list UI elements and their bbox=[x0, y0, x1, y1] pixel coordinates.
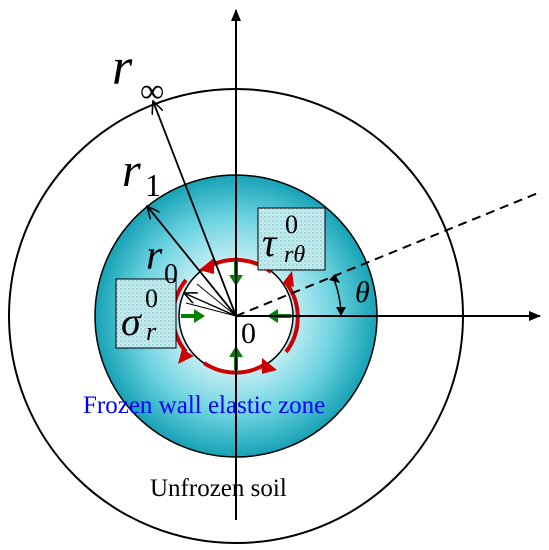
theta-label: θ bbox=[355, 276, 370, 309]
tau-superscript: 0 bbox=[285, 210, 298, 239]
tau-symbol: τ bbox=[262, 220, 278, 265]
r1-label: r bbox=[122, 144, 141, 197]
radius-r0 bbox=[184, 293, 237, 317]
shear-arc-bottom bbox=[202, 361, 265, 375]
shear-stress-arrows bbox=[171, 257, 300, 375]
sigma-label-box bbox=[115, 278, 177, 349]
r-infinity-label: r bbox=[112, 39, 133, 96]
unfrozen-soil-label: Unfrozen soil bbox=[150, 475, 287, 502]
shear-arrowhead-top bbox=[199, 258, 214, 274]
dashed-reference-line bbox=[235, 192, 539, 317]
sigma-subscript: r bbox=[146, 317, 157, 346]
r0-label: r bbox=[146, 233, 163, 279]
theta-arrow-down bbox=[336, 307, 346, 316]
r-infinity-subscript: ∞ bbox=[140, 73, 164, 110]
frozen-zone-label: Frozen wall elastic zone bbox=[83, 392, 325, 419]
r0-subscript: 0 bbox=[164, 259, 178, 290]
shear-arc-right bbox=[284, 282, 300, 354]
radial-arrow-left-head bbox=[194, 309, 205, 323]
r1-subscript: 1 bbox=[145, 167, 161, 203]
shear-arrowhead-left bbox=[178, 349, 194, 364]
theta-arrow-up bbox=[329, 274, 340, 283]
radius-r0-extra-1 bbox=[185, 302, 237, 317]
tau-label-box bbox=[257, 207, 326, 271]
origin-label: 0 bbox=[241, 317, 256, 350]
sigma-superscript: 0 bbox=[145, 284, 158, 313]
shear-arrow-heads bbox=[178, 258, 294, 374]
shear-arrowhead-right bbox=[282, 271, 294, 287]
radius-r1 bbox=[147, 206, 237, 317]
tau-subscript: rθ bbox=[284, 242, 305, 268]
sigma-symbol: σ bbox=[121, 299, 142, 344]
radius-r0-extra-2 bbox=[196, 283, 237, 317]
radius-r-infinity bbox=[153, 101, 237, 317]
shear-arrowhead-bottom bbox=[262, 358, 277, 374]
